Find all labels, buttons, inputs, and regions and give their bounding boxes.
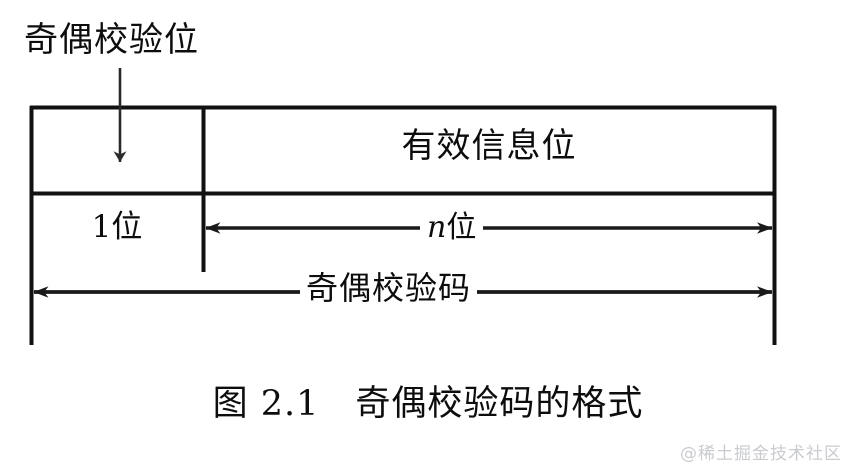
figure-number: 图 2.1 bbox=[212, 384, 320, 424]
parity-code-label: 奇偶校验码 bbox=[300, 265, 478, 311]
figure-caption: 图 2.1 奇偶校验码的格式 bbox=[0, 378, 856, 430]
parity-bit-annotation-label: 奇偶校验位 bbox=[24, 20, 199, 60]
n-bits-label-unit: 位 bbox=[446, 210, 477, 245]
payload-bits-label: 有效信息位 bbox=[401, 126, 577, 166]
watermark: @稀土掘金技术社区 bbox=[680, 444, 842, 464]
figure-caption-text: 奇偶校验码的格式 bbox=[355, 384, 644, 424]
n-bits-label-italic-n: n bbox=[427, 210, 447, 245]
one-bit-label: 1位 bbox=[91, 209, 143, 245]
n-bits-label: n位 bbox=[420, 206, 484, 250]
